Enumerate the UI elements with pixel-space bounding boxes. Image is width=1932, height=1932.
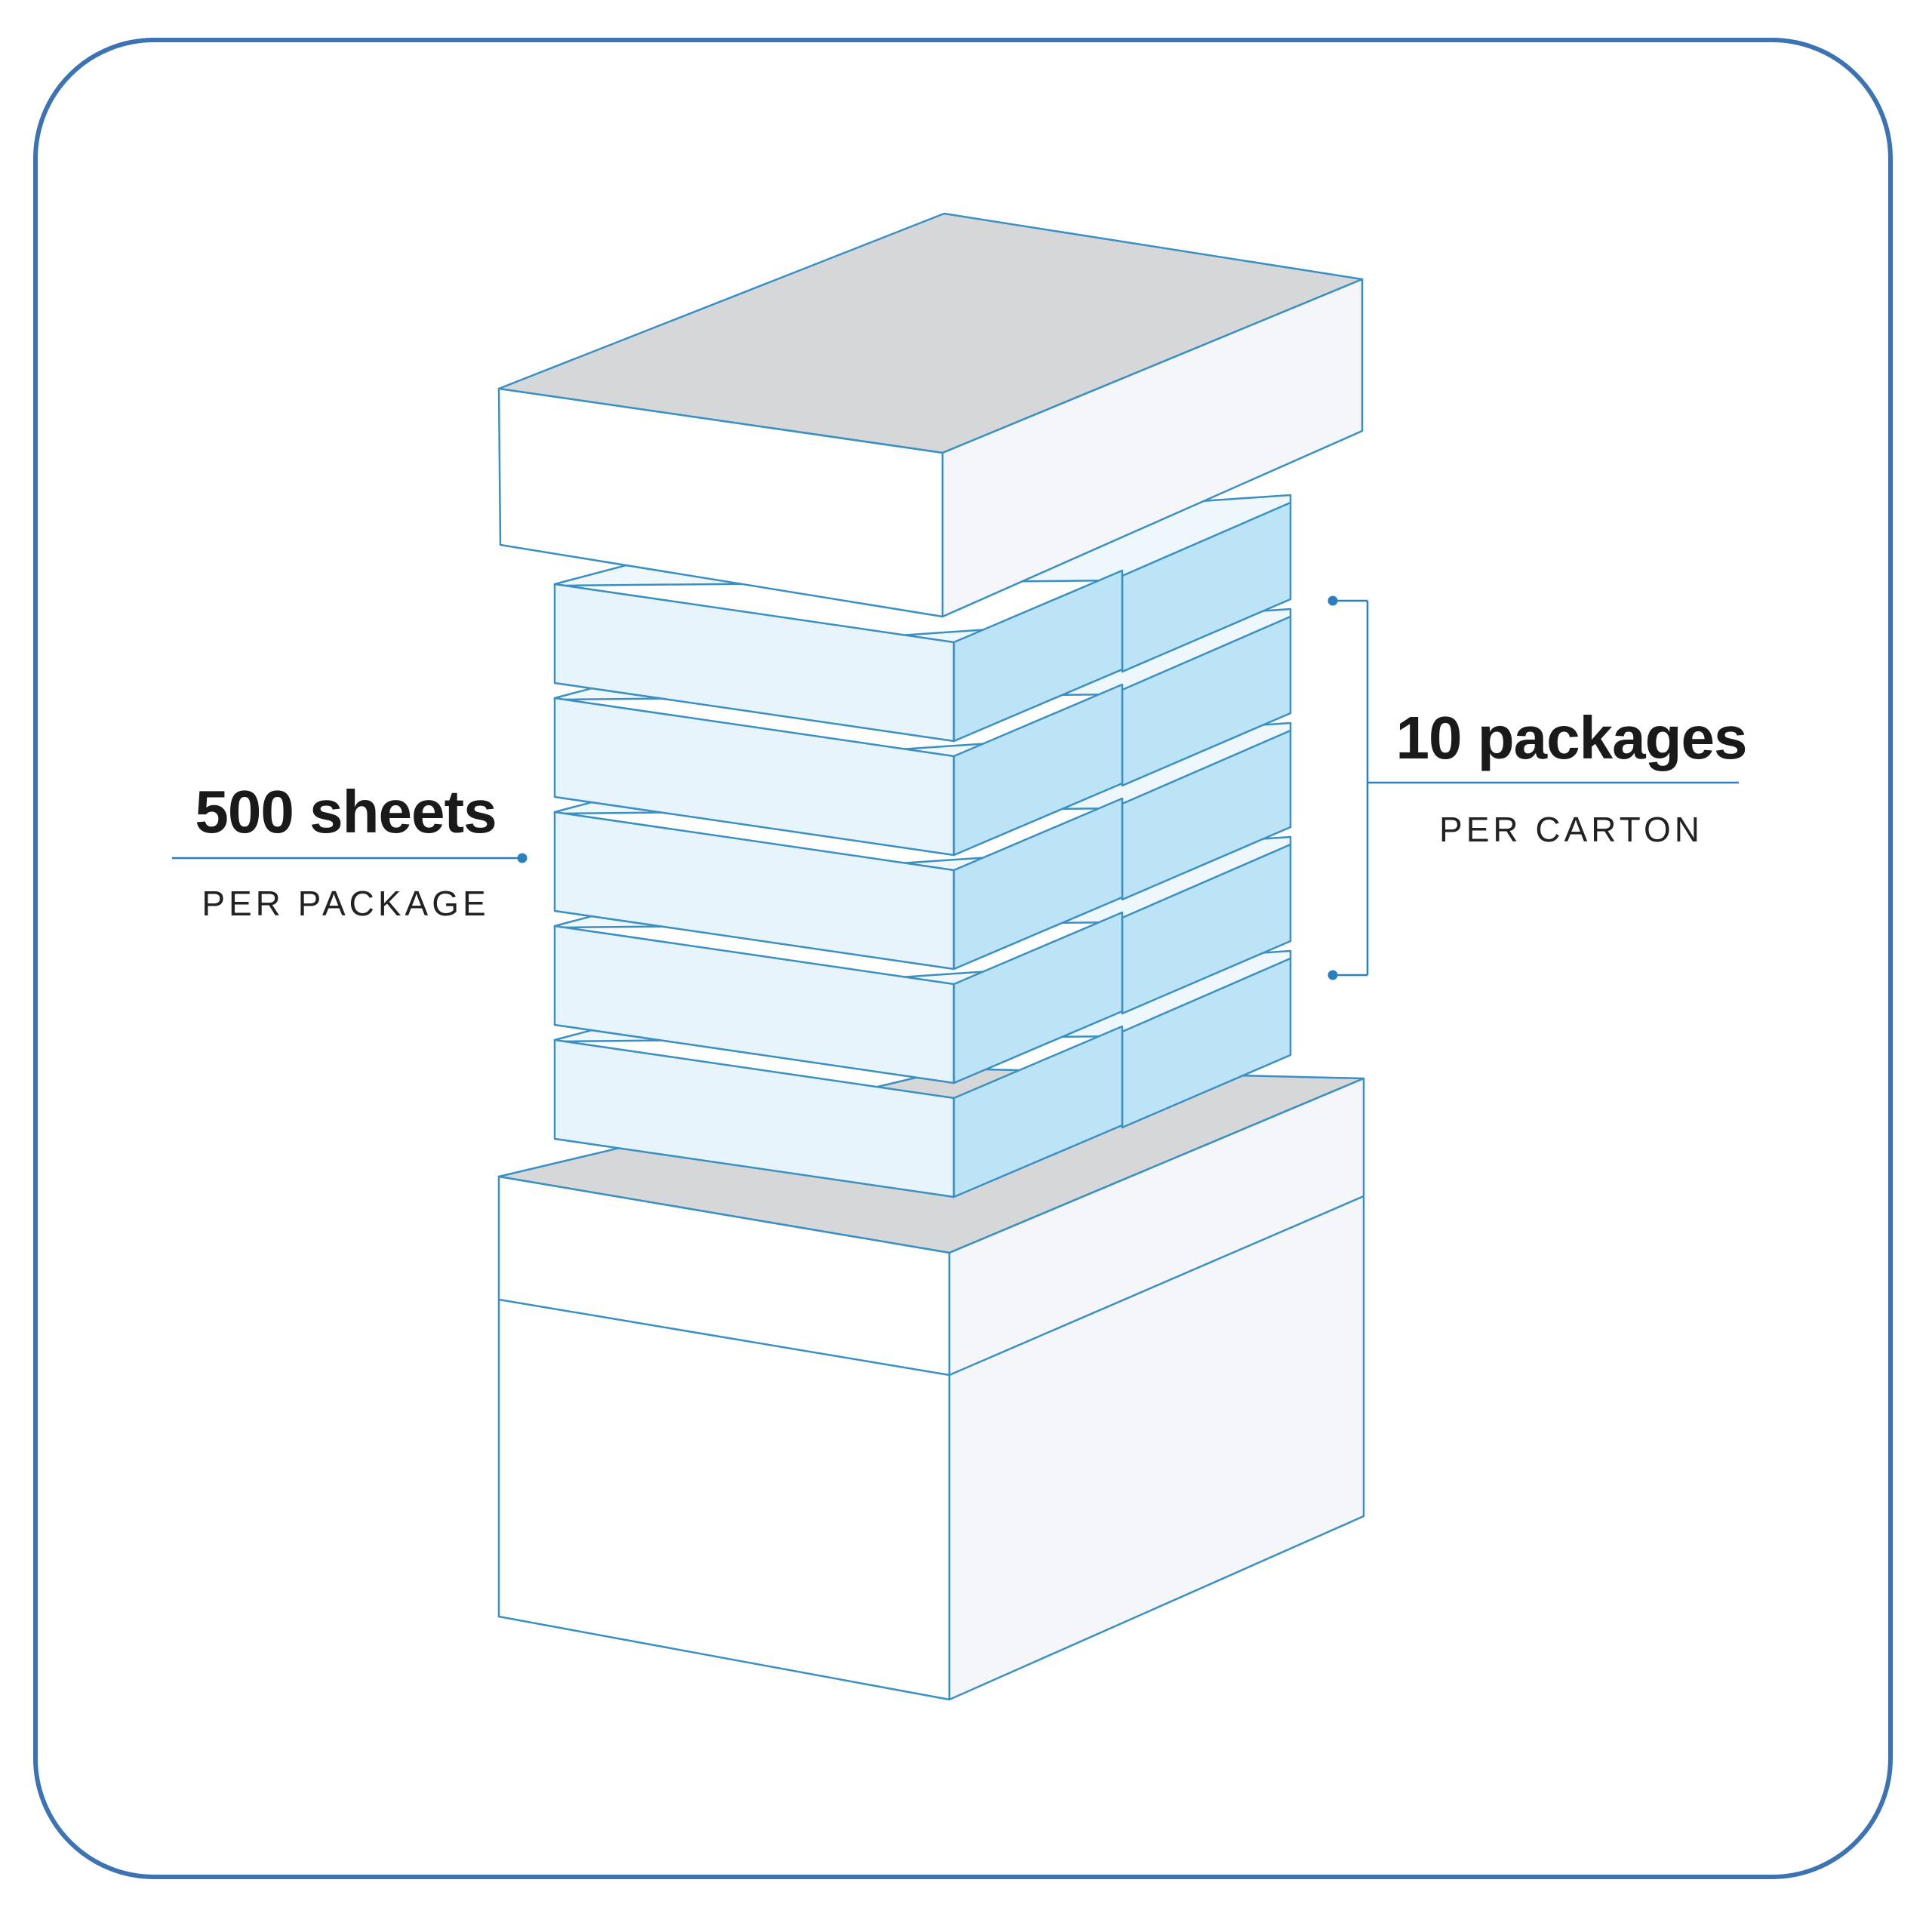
carton-bottom-front-face bbox=[497, 1175, 951, 1701]
packages-bracket-bottom-dot bbox=[1327, 970, 1338, 980]
sheets-callout: 500 sheets PER PACKAGE bbox=[172, 782, 519, 921]
carton-lid-side-face bbox=[941, 278, 1364, 618]
package-2-side-face bbox=[952, 911, 1124, 1084]
packages-count-label: 10 packages bbox=[1395, 704, 1748, 771]
carton-bottom-side-seam bbox=[949, 1195, 1364, 1377]
sheets-callout-dot bbox=[517, 853, 528, 863]
package-5-side-face bbox=[952, 569, 1124, 743]
sheets-count-label: 500 sheets bbox=[195, 778, 497, 845]
packages-bracket-top-dot bbox=[1327, 595, 1338, 606]
package-4-side-face bbox=[952, 683, 1124, 857]
packages-callout: 10 packages PER CARTON bbox=[1367, 704, 1775, 849]
carton-bottom-front-seam bbox=[498, 1298, 950, 1377]
packages-unit-label: PER CARTON bbox=[1439, 810, 1703, 849]
sheets-unit-label: PER PACKAGE bbox=[202, 884, 490, 923]
carton-bottom-side-face bbox=[948, 1077, 1365, 1701]
package-3-side-face bbox=[952, 797, 1124, 971]
package-1-side-face bbox=[952, 1025, 1124, 1198]
